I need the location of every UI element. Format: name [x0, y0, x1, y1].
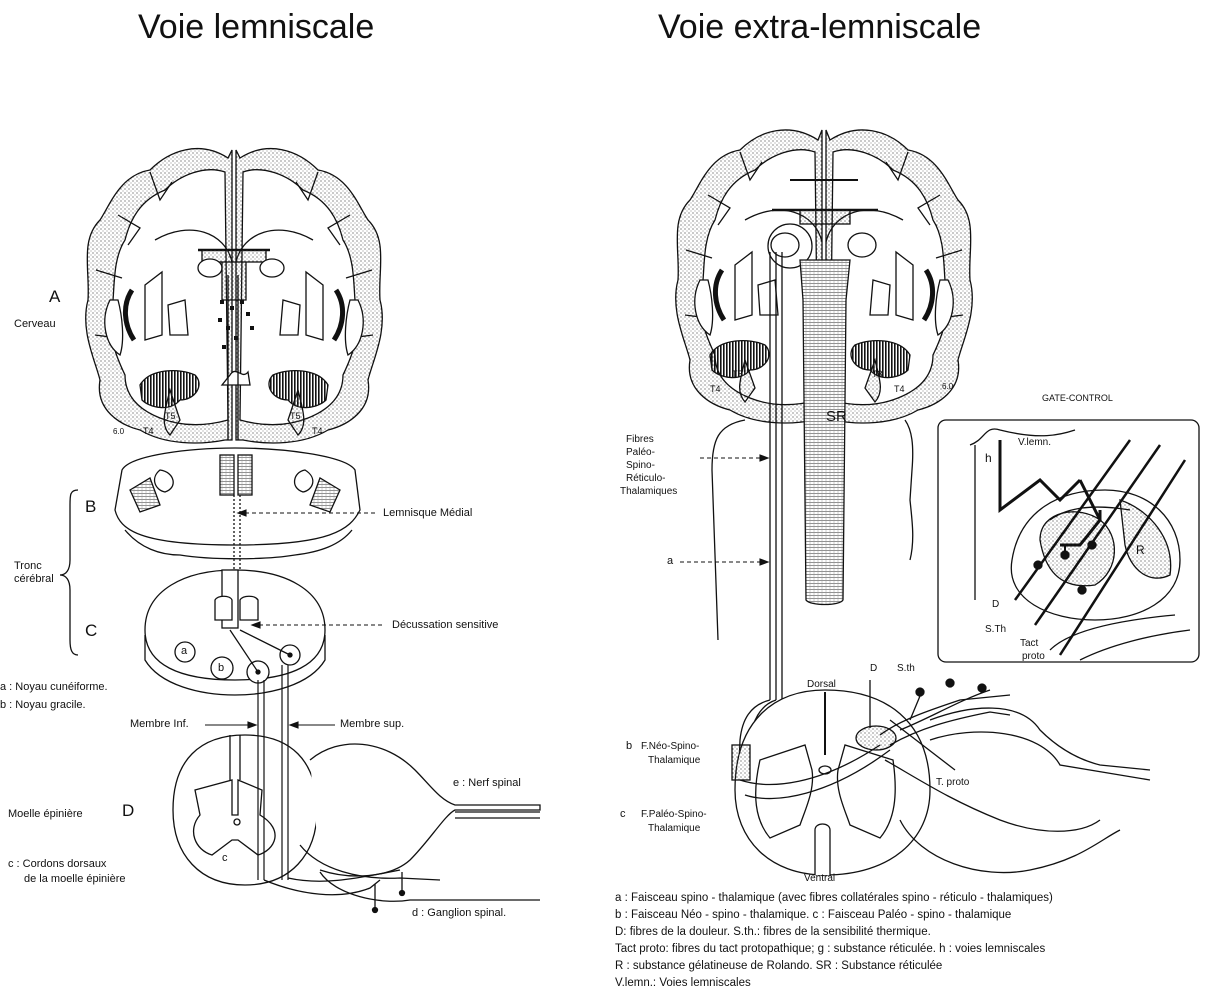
label-right-b-letter: b	[626, 740, 632, 753]
inset-proto: proto	[1022, 650, 1045, 663]
label-noyau-cuneiforme: a : Noyau cunéiforme.	[0, 681, 108, 694]
legend-line: D: fibres de la douleur. S.th.: fibres d…	[615, 924, 1053, 941]
label-fibres-4: Réticulo-	[626, 472, 665, 485]
label-nucleus-a: a	[181, 645, 187, 658]
label-ventral: Ventral	[804, 872, 835, 885]
label-fibres-3: Spino-	[626, 459, 655, 472]
label-section-b: B	[85, 500, 96, 513]
label-membre-sup: Membre sup.	[340, 718, 404, 731]
label-right-t4: T4	[710, 383, 721, 396]
label-nucleus-b: b	[218, 662, 224, 675]
label-right-a: a	[667, 555, 673, 568]
label-dorsal: Dorsal	[807, 678, 836, 691]
label-right-t3: T3	[872, 368, 883, 381]
label-decussation: Décussation sensitive	[392, 619, 498, 632]
right-pointers	[680, 455, 768, 565]
legend: a : Faisceau spino - thalamique (avec fi…	[615, 890, 1053, 992]
label-sr: SR	[826, 410, 847, 423]
label-right-t4b: T4	[894, 383, 905, 396]
inset-tact: Tact	[1020, 637, 1038, 650]
inset-d: D	[992, 598, 999, 611]
label-right-c-letter: c	[620, 808, 626, 821]
label-lemnisque-medial: Lemnisque Médial	[383, 507, 472, 520]
label-fibres-1: Fibres	[626, 433, 654, 446]
label-cordons-2: de la moelle épinière	[24, 873, 126, 886]
legend-line: b : Faisceau Néo - spino - thalamique. c…	[615, 907, 1053, 924]
label-right-t5: T5	[732, 368, 743, 381]
label-right-sth: S.th	[897, 662, 915, 675]
tronc-bracket	[60, 490, 78, 655]
inset-r: R	[1136, 544, 1145, 557]
label-six: 6.0	[113, 425, 124, 438]
label-fibres-5: Thalamiques	[620, 485, 677, 498]
label-section-c: C	[85, 624, 97, 637]
label-right-sixo: 6.0	[942, 380, 953, 393]
label-right-c-text-2: Thalamique	[648, 822, 700, 835]
label-nerf-spinal: e : Nerf spinal	[453, 777, 521, 790]
left-medulla	[145, 570, 325, 695]
label-t5-left: T5	[165, 410, 176, 423]
label-section-a: A	[49, 290, 60, 303]
inset-vlemn: V.lemn.	[1018, 436, 1051, 449]
legend-line: Tact proto: fibres du tact protopathique…	[615, 941, 1053, 958]
left-brain	[86, 149, 383, 443]
label-cerebral: cérébral	[14, 573, 54, 586]
inset-sth: S.Th	[985, 623, 1006, 636]
label-section-d: D	[122, 804, 134, 817]
left-brainstem	[115, 448, 360, 580]
legend-line: a : Faisceau spino - thalamique (avec fi…	[615, 890, 1053, 907]
label-tronc: Tronc	[14, 560, 42, 573]
label-fibres-2: Paléo-	[626, 446, 655, 459]
label-membre-inf: Membre Inf.	[130, 718, 189, 731]
label-right-c-text-1: F.Paléo-Spino-	[641, 808, 707, 821]
legend-line: R : substance gélatineuse de Rolando. SR…	[615, 958, 1053, 975]
inset-title: GATE-CONTROL	[1042, 392, 1113, 405]
label-ganglion: d : Ganglion spinal.	[412, 907, 506, 920]
label-dorsal-c: c	[222, 852, 228, 865]
label-t4-right: T4	[312, 425, 323, 438]
label-cerveau: Cerveau	[14, 318, 56, 331]
label-noyau-gracile: b : Noyau gracile.	[0, 699, 86, 712]
label-t4-left: T4	[143, 425, 154, 438]
gate-control-inset	[938, 420, 1199, 662]
label-tproto: T. proto	[936, 776, 969, 789]
label-right-b-text-1: F.Néo-Spino-	[641, 740, 699, 753]
label-right-d: D	[870, 662, 877, 675]
label-t5-right: T5	[290, 410, 301, 423]
inset-h: h	[985, 452, 992, 465]
label-moelle: Moelle épinière	[8, 808, 83, 821]
label-cordons-1: c : Cordons dorsaux	[8, 858, 106, 871]
label-right-b-text-2: Thalamique	[648, 754, 700, 767]
legend-line: V.lemn.: Voies lemniscales	[615, 975, 1053, 992]
